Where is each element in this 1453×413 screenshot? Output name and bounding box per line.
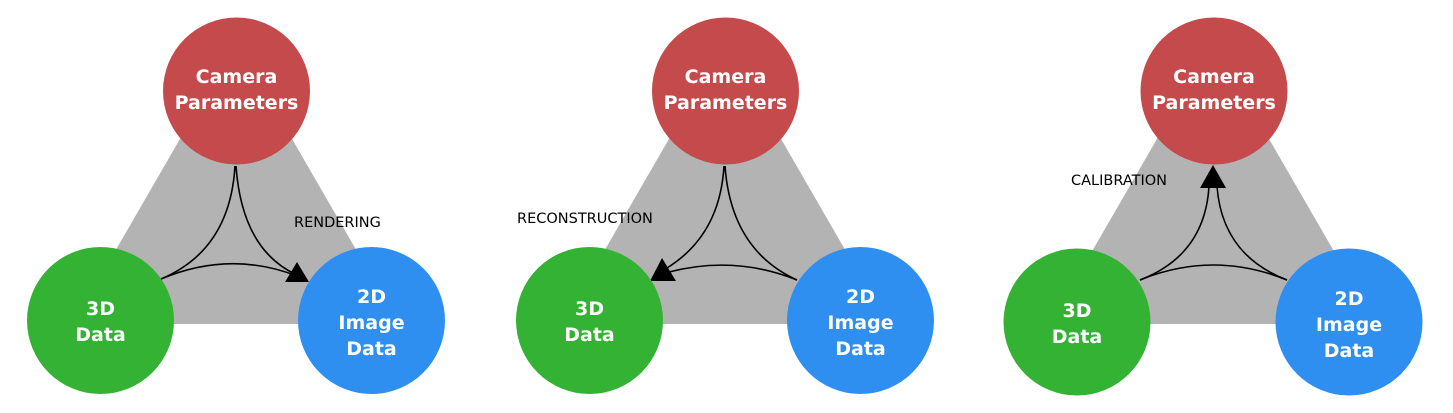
label-rendering: RENDERING [294, 215, 381, 231]
image2d-label-line3: Data [835, 338, 886, 360]
image2d-label-line1: 2D [1335, 288, 1364, 310]
diagram-rendering: Camera Parameters 3D Data 2D Image Data … [27, 17, 445, 394]
label-reconstruction: RECONSTRUCTION [517, 211, 653, 227]
curve-camera-to-3d [160, 165, 236, 280]
node-camera-parameters [1140, 17, 1288, 165]
data3d-label-line2: Data [1052, 326, 1103, 348]
data3d-label-line2: Data [75, 324, 126, 346]
data3d-label-line2: Data [564, 324, 615, 346]
node-camera-parameters [652, 17, 799, 165]
node-2d-image-data [787, 247, 934, 394]
background-triangle [562, 42, 888, 324]
data3d-label-line1: 3D [86, 298, 115, 320]
curve-camera-to-2d [724, 165, 798, 281]
curve-3d-to-camera [1139, 185, 1210, 281]
arrowhead-icon [1200, 165, 1226, 188]
camera-label-line1: Camera [196, 66, 278, 88]
background-triangle [73, 42, 399, 324]
image2d-label-line3: Data [1324, 340, 1375, 362]
curve-camera-to-2d [235, 165, 298, 276]
image2d-label-line2: Image [827, 312, 893, 334]
curve-3d-to-2d [1139, 264, 1288, 281]
image2d-label-line3: Data [346, 338, 397, 360]
label-calibration: CALIBRATION [1071, 173, 1167, 189]
curve-3d-to-2d [160, 262, 298, 280]
diagram-calibration: Camera Parameters 3D Data 2D Image Data … [1003, 17, 1423, 396]
camera-label-line2: Parameters [664, 92, 788, 114]
image2d-label-line2: Image [338, 312, 404, 334]
arrowhead-icon [285, 262, 309, 282]
curve-2d-to-3d [668, 264, 798, 281]
data3d-label-line1: 3D [575, 298, 604, 320]
arrowhead-icon [650, 258, 676, 281]
data3d-label-line1: 3D [1063, 300, 1092, 322]
node-2d-image-data [1275, 248, 1423, 396]
camera-label-line1: Camera [685, 66, 767, 88]
curve-camera-to-3d [666, 165, 725, 269]
image2d-label-line2: Image [1316, 314, 1382, 336]
node-3d-data [516, 247, 663, 394]
node-3d-data [1003, 248, 1151, 396]
camera-label-line2: Parameters [1152, 92, 1276, 114]
image2d-label-line1: 2D [846, 286, 875, 308]
curve-2d-to-camera [1216, 185, 1288, 281]
diagram-reconstruction: Camera Parameters 3D Data 2D Image Data … [516, 17, 934, 394]
image2d-label-line1: 2D [357, 286, 386, 308]
node-camera-parameters [163, 17, 310, 165]
camera-label-line2: Parameters [175, 92, 299, 114]
node-3d-data [27, 247, 174, 394]
camera-label-line1: Camera [1173, 66, 1255, 88]
node-2d-image-data [298, 247, 445, 394]
